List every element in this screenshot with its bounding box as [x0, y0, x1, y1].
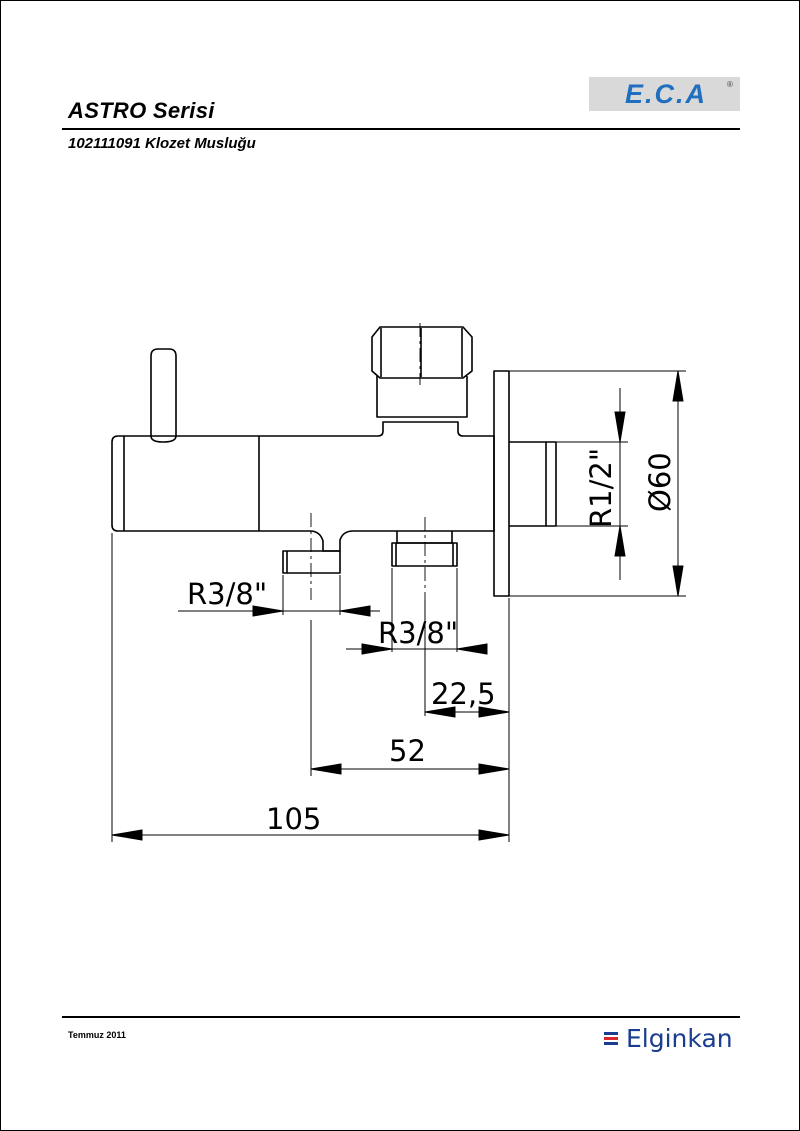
registered-mark: ®	[727, 80, 733, 89]
knob-neck	[376, 376, 468, 418]
arrow	[478, 829, 510, 841]
right-outlet-neck	[396, 531, 453, 544]
left-outlet	[282, 550, 341, 574]
flange	[493, 370, 510, 597]
lever-handle	[150, 348, 177, 443]
dim-offset: 22,5	[431, 677, 496, 711]
dim-thread-left: R3/8"	[187, 577, 267, 611]
valve-body	[111, 421, 495, 552]
product-title: 102111091 Klozet Musluğu	[68, 135, 256, 152]
arrow	[614, 525, 626, 557]
series-title: ASTRO Serisi	[68, 98, 215, 123]
eca-logo-text: E.C.A	[625, 79, 708, 109]
arrow	[672, 370, 684, 402]
arrow	[111, 829, 143, 841]
arrow	[456, 643, 488, 655]
dim-overall-length: 105	[266, 802, 321, 836]
arrow	[424, 706, 456, 718]
knob-nut	[371, 326, 473, 379]
arrow	[614, 411, 626, 443]
arrow	[361, 643, 393, 655]
arrow	[478, 763, 510, 775]
right-outlet	[391, 542, 458, 567]
arrow	[339, 605, 371, 617]
arrow	[672, 565, 684, 597]
elginkan-bars-icon	[604, 1032, 618, 1047]
elginkan-text: Elginkan	[626, 1024, 733, 1053]
arrow	[252, 605, 284, 617]
arrow	[478, 706, 510, 718]
dim-inlet-thread: R1/2"	[584, 448, 618, 528]
dim-center-distance: 52	[389, 734, 426, 768]
arrow	[310, 763, 342, 775]
dim-thread-right: R3/8"	[378, 616, 458, 650]
date-label: Temmuz 2011	[68, 1030, 126, 1040]
footer-rule	[62, 1016, 740, 1018]
dim-flange-diameter: Ø60	[643, 452, 677, 512]
header-rule	[62, 128, 740, 130]
inlet-nipple	[509, 441, 557, 527]
eca-logo: E.C.A ®	[589, 77, 740, 111]
